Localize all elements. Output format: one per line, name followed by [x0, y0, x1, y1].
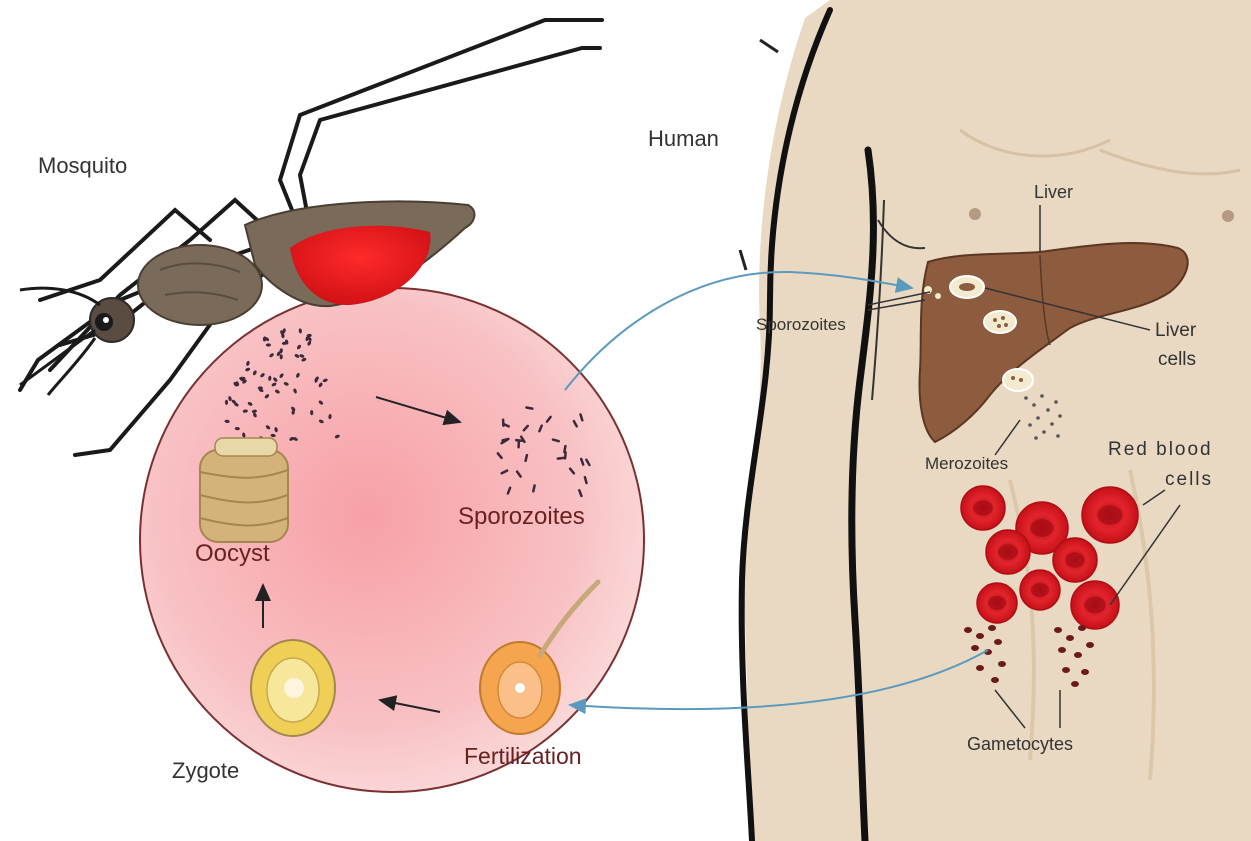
liver-cells-label-line1: Liver — [1155, 321, 1196, 340]
liver-cell — [1003, 369, 1033, 391]
liver-cell — [984, 311, 1016, 333]
mosquito-label: Mosquito — [38, 155, 127, 177]
sporozoites-liver-label: Sporozoites — [756, 316, 846, 333]
oocyst-label: Oocyst — [195, 542, 270, 566]
human-torso — [740, 0, 1251, 841]
sporozoites-mosquito-label: Sporozoites — [458, 505, 585, 529]
oocyst-shape — [200, 438, 288, 542]
zygote-label: Zygote — [172, 760, 239, 782]
zygote-cell — [251, 640, 335, 736]
gametocytes-label: Gametocytes — [967, 735, 1073, 753]
merozoites-label: Merozoites — [925, 455, 1008, 472]
fertilization-label: Fertilization — [464, 745, 582, 768]
red-blood-cells-label-line2: cells — [1165, 470, 1213, 489]
human-label: Human — [648, 128, 719, 150]
liver-cells-label-line2: cells — [1158, 350, 1196, 369]
liver-label: Liver — [1034, 183, 1073, 201]
red-blood-cells-label-line1: Red blood — [1108, 440, 1213, 459]
